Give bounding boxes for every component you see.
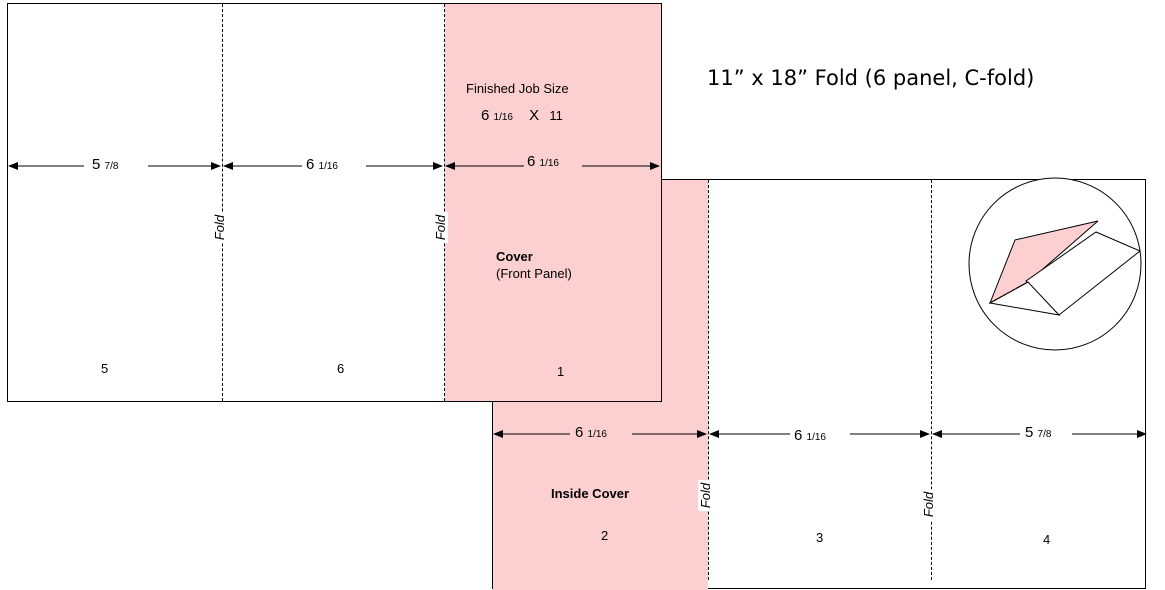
panel-number-6: 6 <box>337 361 345 376</box>
dim-label-panel-5: 5 7/8 <box>92 156 119 173</box>
page-title: 11” x 18” Fold (6 panel, C-fold) <box>707 66 1035 90</box>
dim-label-panel-1: 6 1/16 <box>527 153 559 170</box>
fold-label-inside-2: Fold <box>921 488 937 521</box>
panel-number-1: 1 <box>557 364 565 379</box>
outside-fold-line-2 <box>444 4 445 401</box>
dim-label-panel-3: 6 1/16 <box>794 427 826 444</box>
panel-number-4: 4 <box>1043 532 1051 547</box>
job-width-frac: 1/16 <box>493 112 513 123</box>
inside-fold-line-2 <box>931 180 932 580</box>
cover-title: Cover <box>496 249 533 264</box>
fold-label-outside-1: Fold <box>212 211 228 244</box>
fold-label-outside-2: Fold <box>433 211 449 244</box>
dim-label-panel-6: 6 1/16 <box>306 156 338 173</box>
inside-fold-line-1 <box>708 180 709 580</box>
job-size-times: X <box>529 107 540 124</box>
job-width-whole: 6 <box>481 107 490 124</box>
inside-cover-title: Inside Cover <box>551 486 630 501</box>
cover-subtitle: (Front Panel) <box>496 266 572 281</box>
finished-job-size-label: Finished Job Size <box>466 81 569 96</box>
cover-panel-fill <box>445 4 661 401</box>
dim-label-panel-2: 6 1/16 <box>575 424 607 441</box>
fold-label-inside-1: Fold <box>698 479 714 512</box>
outside-fold-line-1 <box>222 4 223 401</box>
c-fold-illustration-icon <box>968 177 1142 351</box>
dim-label-panel-4: 5 7/8 <box>1025 424 1052 441</box>
panel-number-2: 2 <box>601 528 609 543</box>
finished-job-size-value: 6 1/16 X 11 <box>481 107 563 124</box>
job-height: 11 <box>549 108 563 123</box>
panel-number-5: 5 <box>101 361 109 376</box>
dimension-arrows <box>8 162 1147 438</box>
panel-number-3: 3 <box>816 530 824 545</box>
